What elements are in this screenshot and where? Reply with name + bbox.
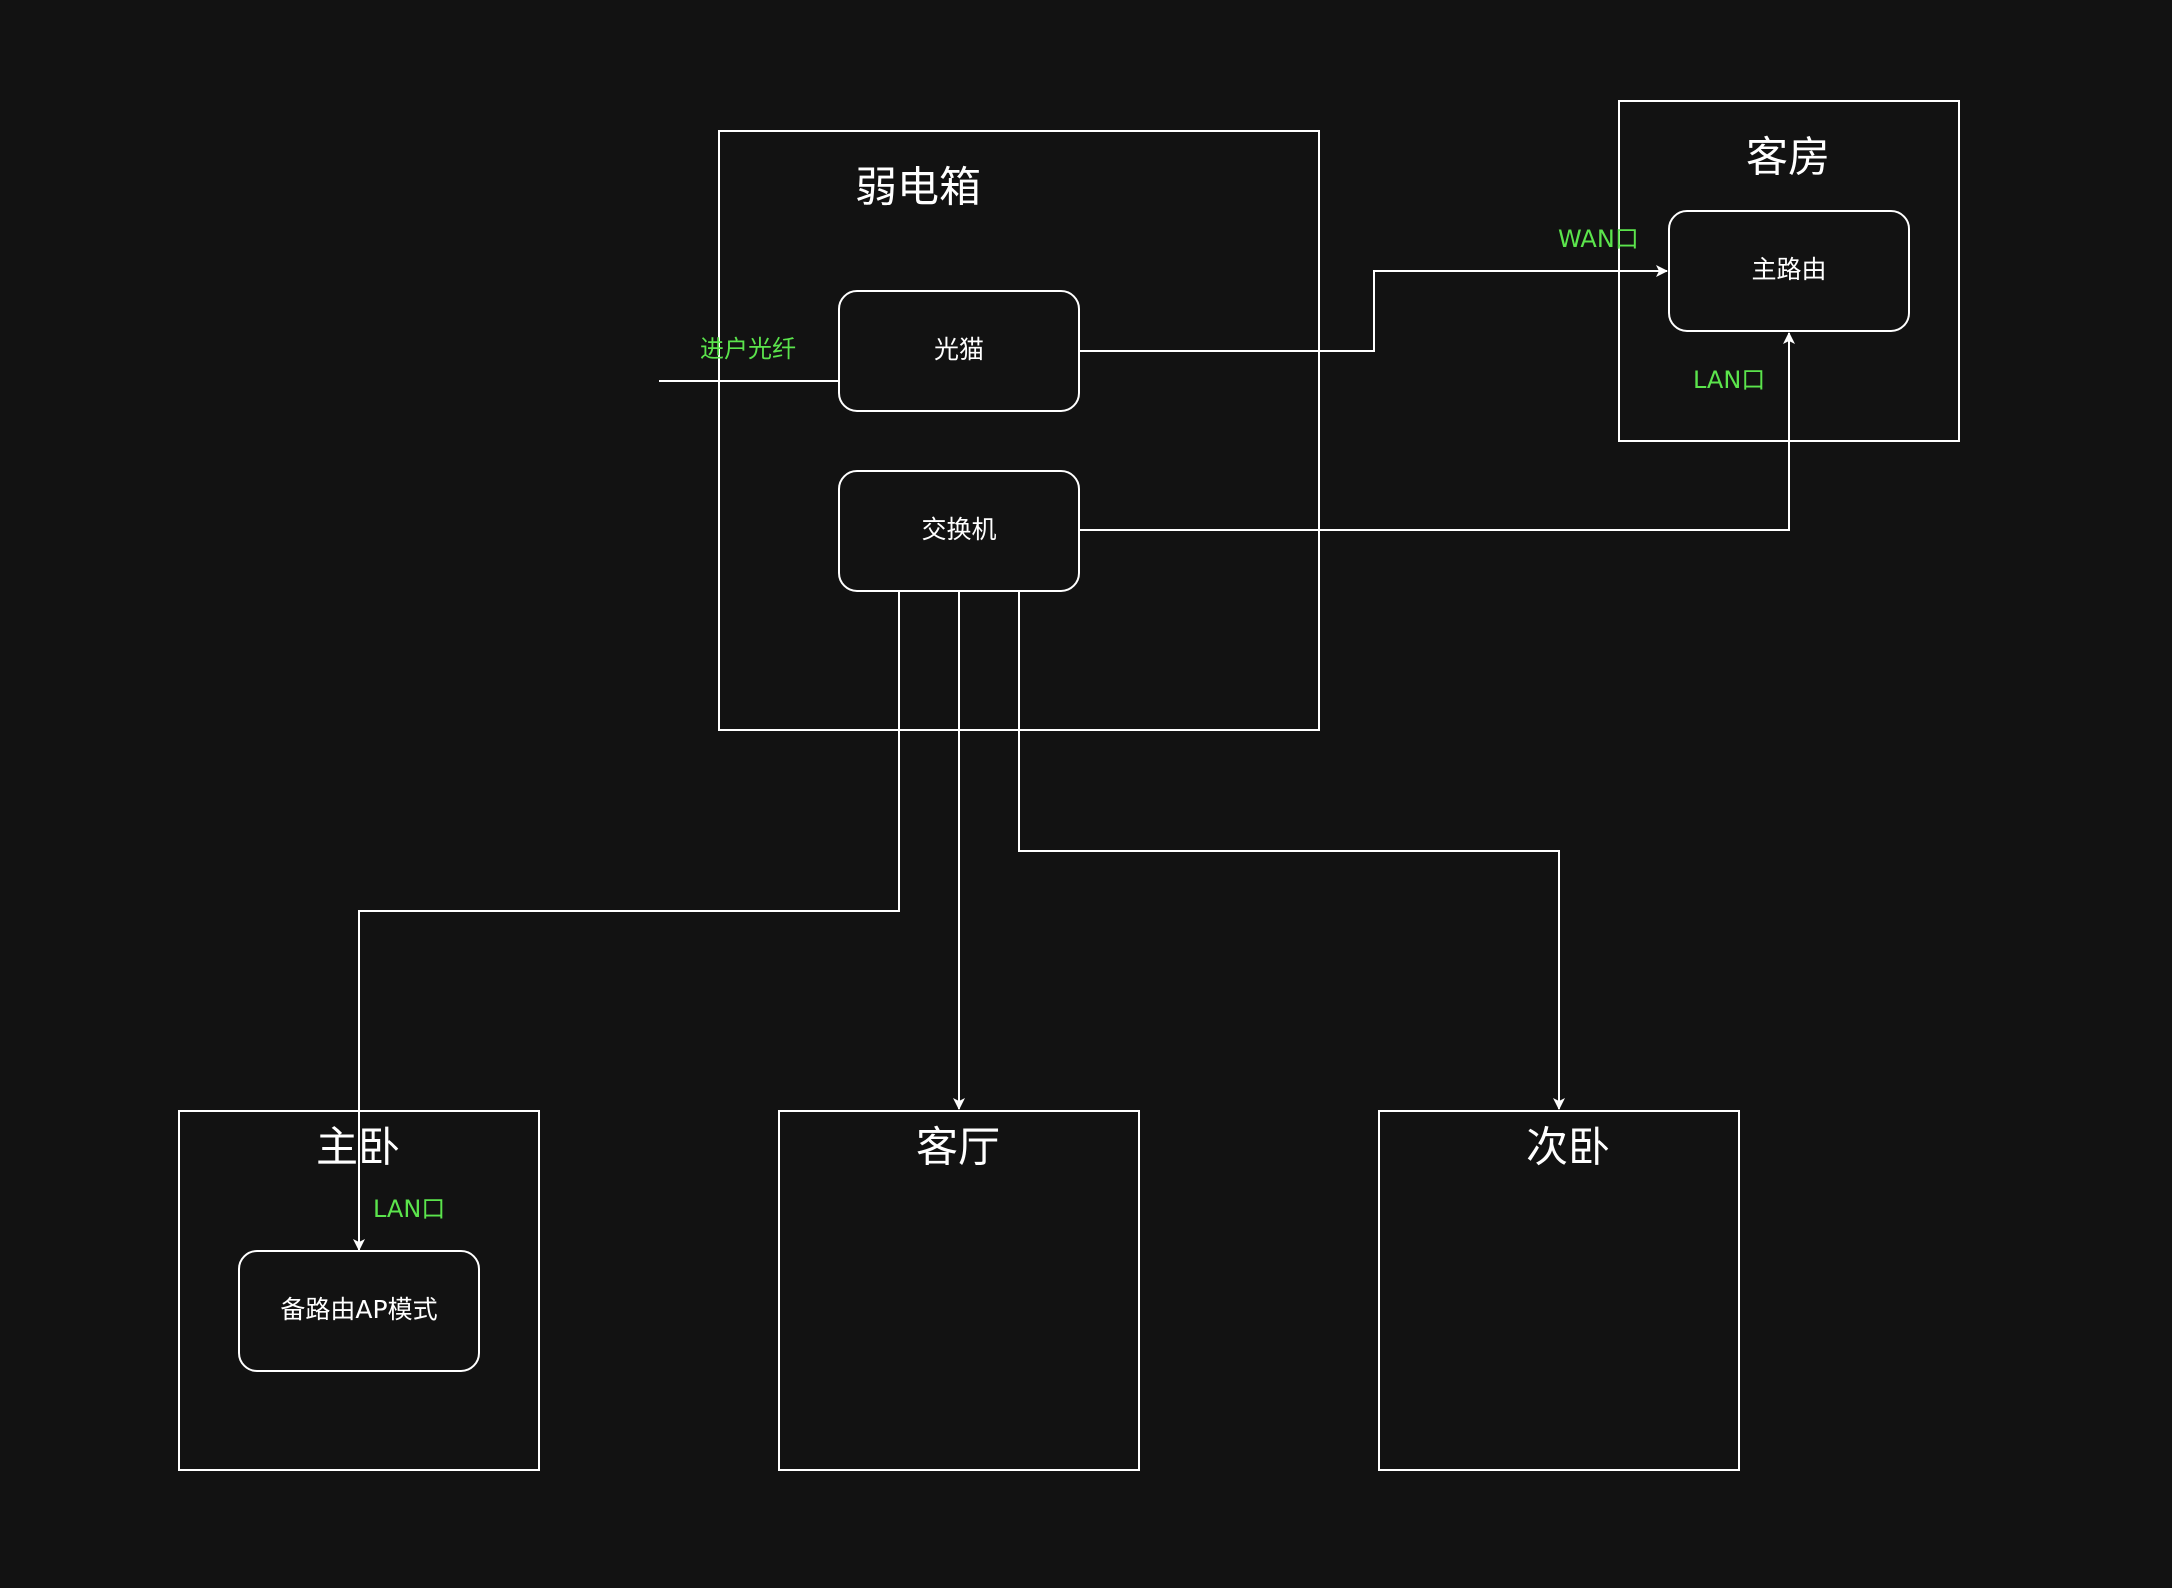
second-bedroom-frame bbox=[1378, 1110, 1740, 1471]
backup-router-lan-port-label: LAN口 bbox=[373, 1195, 445, 1223]
optical-modem-node[interactable]: 光猫 bbox=[838, 290, 1080, 412]
living-room-title: 客厅 bbox=[916, 1123, 1000, 1172]
switch-label: 交换机 bbox=[921, 515, 996, 544]
backup-router-label: 备路由AP模式 bbox=[280, 1295, 437, 1324]
second-bedroom-title: 次卧 bbox=[1526, 1123, 1610, 1172]
backup-router-node[interactable]: 备路由AP模式 bbox=[238, 1250, 480, 1372]
guest-room-title: 客房 bbox=[1746, 133, 1830, 182]
main-router-lan-port-label: LAN口 bbox=[1693, 366, 1765, 394]
modem-to-main-router-edge bbox=[1068, 265, 1668, 357]
living-room-frame bbox=[778, 1110, 1140, 1471]
switch-to-main-router-edge bbox=[1068, 332, 1795, 536]
optical-modem-box bbox=[838, 290, 1080, 412]
switch-to-second-bedroom-edge bbox=[1013, 581, 1565, 1110]
main-router-label: 主路由 bbox=[1751, 255, 1826, 284]
main-router-node[interactable]: 主路由 bbox=[1668, 210, 1910, 332]
wan-port-label: WAN口 bbox=[1558, 225, 1639, 253]
optical-modem-label: 光猫 bbox=[934, 335, 984, 364]
weak-box-title: 弱电箱 bbox=[855, 163, 981, 212]
switch-node[interactable]: 交换机 bbox=[838, 470, 1080, 592]
backup-router-box bbox=[238, 1250, 480, 1372]
switch-to-backup-router-edge bbox=[353, 581, 905, 1251]
main-router-box bbox=[1668, 210, 1910, 332]
fiber-in-label: 进户光纤 bbox=[700, 335, 796, 363]
switch-box bbox=[838, 470, 1080, 592]
